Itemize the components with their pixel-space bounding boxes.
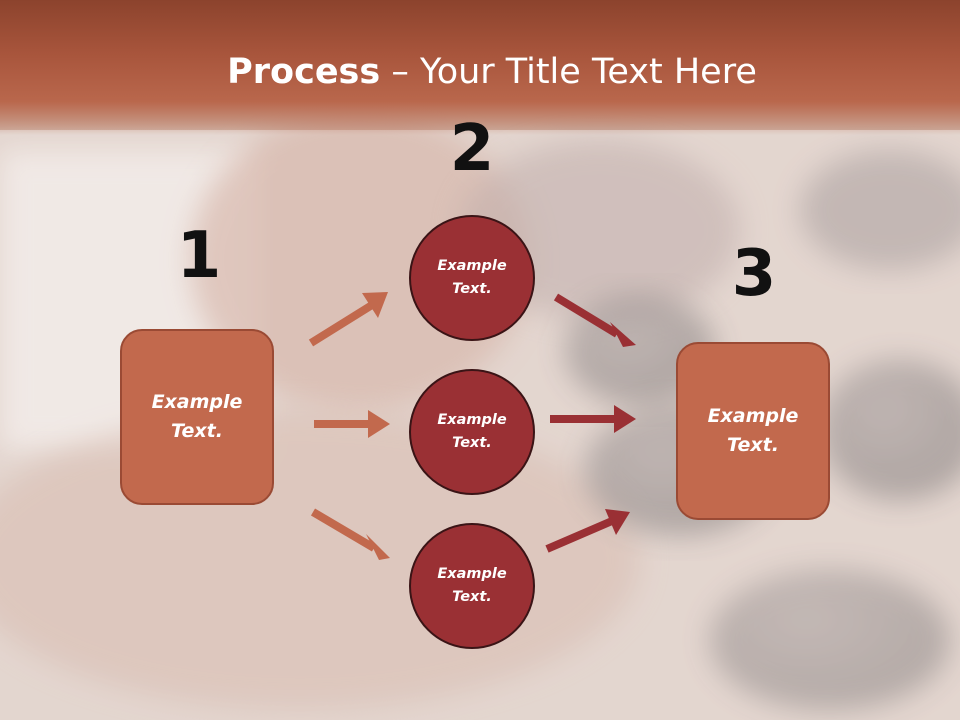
step-number-1: 1 bbox=[176, 219, 222, 293]
process-circle-bottom[interactable]: Example Text. bbox=[409, 523, 535, 649]
process-circle-top-label: Example Text. bbox=[437, 258, 507, 297]
step-number-3: 3 bbox=[731, 237, 777, 311]
arrow-to-top bbox=[308, 292, 388, 347]
arrow-from-top bbox=[553, 293, 636, 347]
title-rest: – Your Title Text Here bbox=[380, 52, 757, 92]
arrow-from-middle bbox=[550, 405, 636, 433]
process-circle-middle-label: Example Text. bbox=[437, 412, 507, 451]
process-box-left-label: Example Text. bbox=[151, 391, 243, 442]
process-box-right-label: Example Text. bbox=[707, 405, 799, 456]
title-band bbox=[0, 0, 960, 135]
process-box-left[interactable]: Example Text. bbox=[120, 329, 274, 505]
arrow-to-middle bbox=[314, 410, 390, 438]
arrow-from-bottom bbox=[545, 509, 630, 553]
arrow-to-bottom bbox=[310, 508, 390, 560]
slide-title: Process – Your Title Text Here bbox=[0, 52, 960, 92]
process-circle-bottom-label: Example Text. bbox=[437, 566, 507, 605]
step-number-2: 2 bbox=[449, 112, 495, 186]
process-circle-top[interactable]: Example Text. bbox=[409, 215, 535, 341]
title-bold: Process bbox=[227, 52, 381, 92]
process-circle-middle[interactable]: Example Text. bbox=[409, 369, 535, 495]
process-box-right[interactable]: Example Text. bbox=[676, 342, 830, 520]
